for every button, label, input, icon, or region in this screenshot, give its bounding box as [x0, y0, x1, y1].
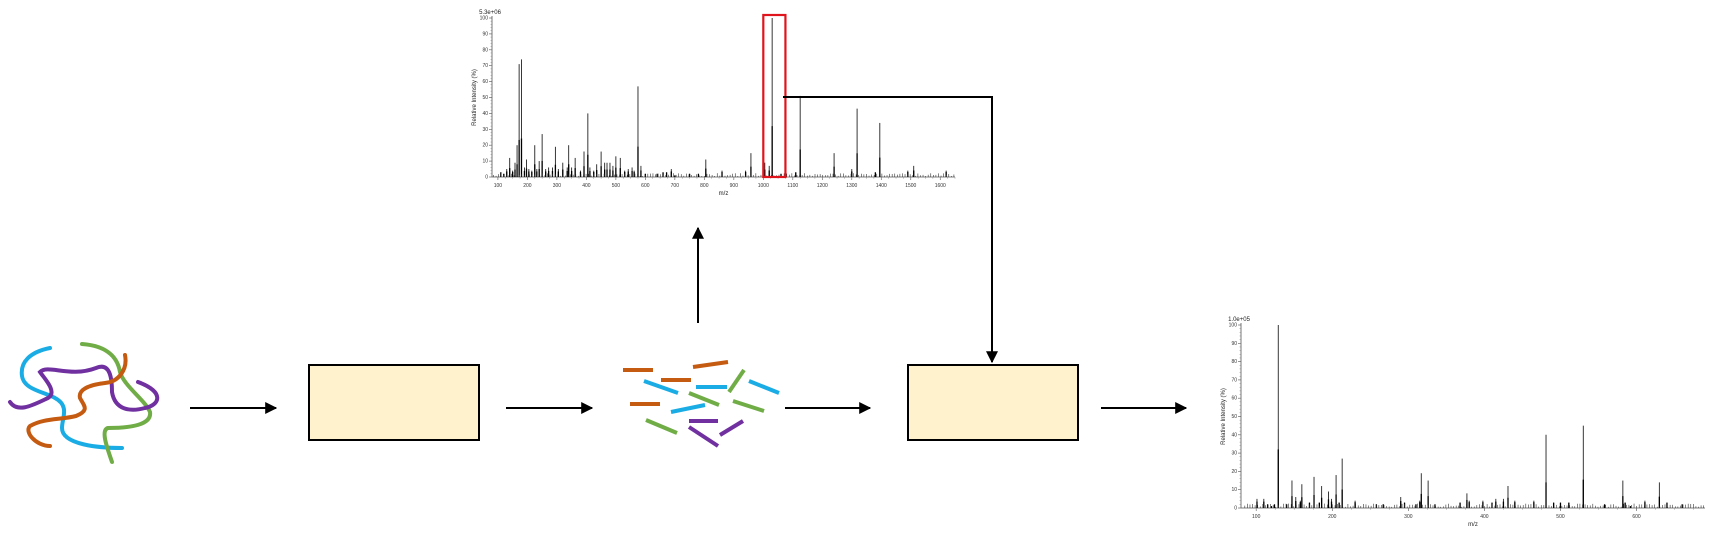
intensity-scale-label: 5.3e+06 [479, 10, 502, 16]
x-tick-label: 600 [641, 183, 650, 189]
y-tick-label: 90 [482, 31, 488, 37]
peptide-fragment [732, 399, 765, 413]
x-tick-label: 800 [700, 183, 709, 189]
x-tick-label: 900 [730, 183, 739, 189]
x-tick-label: 1400 [876, 183, 887, 189]
y-tick-label: 90 [1231, 341, 1237, 347]
y-tick-label: 50 [1231, 414, 1237, 420]
y-tick-label: 30 [482, 127, 488, 133]
peptide-fragment [718, 419, 745, 437]
y-tick-label: 10 [482, 159, 488, 165]
peptide-fragment [688, 391, 720, 407]
peptide-fragment [692, 360, 729, 369]
x-tick-label: 200 [523, 183, 532, 189]
ms1-spectrum-chart: 0 10 20 30 40 50 60 70 80 90 100 100 200 300 400 500 600… [472, 10, 956, 197]
x-tick-label: 600 [1632, 514, 1641, 520]
y-tick-label: 80 [482, 47, 488, 53]
x-tick-label: 700 [671, 183, 680, 189]
x-tick-label: 200 [1328, 514, 1337, 520]
y-tick-label: 60 [1231, 396, 1237, 402]
y-tick-label: 20 [1231, 469, 1237, 475]
y-tick-label: 30 [1231, 451, 1237, 457]
x-tick-label: 500 [1556, 514, 1565, 520]
y-tick-label: 40 [1231, 432, 1237, 438]
x-tick-label: 1500 [905, 183, 916, 189]
process-box-2[interactable] [907, 364, 1079, 441]
protein-strand-green [80, 342, 153, 464]
ms2-spectrum-chart: 0 10 20 30 40 50 60 70 80 90 100 100 200 300 400 500 600… [1221, 317, 1705, 528]
x-tick-label: 1300 [846, 183, 857, 189]
protein-strand-blue [19, 346, 124, 450]
x-axis-title: m/z [1468, 522, 1478, 528]
y-tick-label: 80 [1231, 359, 1237, 365]
x-tick-label: 400 [582, 183, 591, 189]
y-tick-label: 0 [1234, 506, 1237, 512]
peptide-fragment [748, 379, 780, 395]
y-tick-label: 100 [1229, 323, 1238, 329]
peptide-fragments-icon [623, 360, 780, 448]
y-tick-label: 100 [480, 16, 489, 22]
x-tick-label: 500 [612, 183, 621, 189]
y-tick-label: 60 [482, 79, 488, 85]
intact-protein-icon [8, 342, 160, 464]
precursor-highlight-box[interactable] [762, 13, 787, 179]
x-tick-label: 100 [494, 183, 503, 189]
y-tick-label: 0 [485, 175, 488, 181]
protein-strand-orange [26, 353, 128, 448]
y-axis-title: Relative Intensity (%) [1221, 388, 1227, 445]
arrow-precursor-to-process2 [783, 96, 998, 364]
y-tick-label: 20 [482, 143, 488, 149]
x-tick-label: 300 [553, 183, 562, 189]
x-tick-label: 100 [1252, 514, 1261, 520]
x-tick-label: 1200 [817, 183, 828, 189]
y-tick-label: 70 [1231, 377, 1237, 383]
peptide-fragment [643, 379, 679, 395]
y-tick-label: 70 [482, 63, 488, 69]
x-tick-label: 400 [1480, 514, 1489, 520]
peptide-fragment [670, 403, 706, 414]
y-tick-label: 10 [1231, 487, 1237, 493]
peptide-fragment [645, 418, 678, 435]
peptide-fragment [687, 425, 720, 448]
y-tick-label: 50 [482, 95, 488, 101]
x-tick-label: 1100 [787, 183, 798, 189]
x-tick-label: 300 [1404, 514, 1413, 520]
y-axis-title: Relative Intensity (%) [472, 69, 478, 126]
x-tick-label: 1000 [758, 183, 769, 189]
protein-strand-purple [8, 364, 160, 412]
process-box-1[interactable] [308, 364, 480, 441]
x-axis-title: m/z [719, 191, 729, 197]
peptide-fragment [727, 368, 746, 394]
x-tick-label: 1600 [935, 183, 946, 189]
intensity-scale-label: 1.0e+05 [1228, 317, 1251, 323]
y-tick-label: 40 [482, 111, 488, 117]
